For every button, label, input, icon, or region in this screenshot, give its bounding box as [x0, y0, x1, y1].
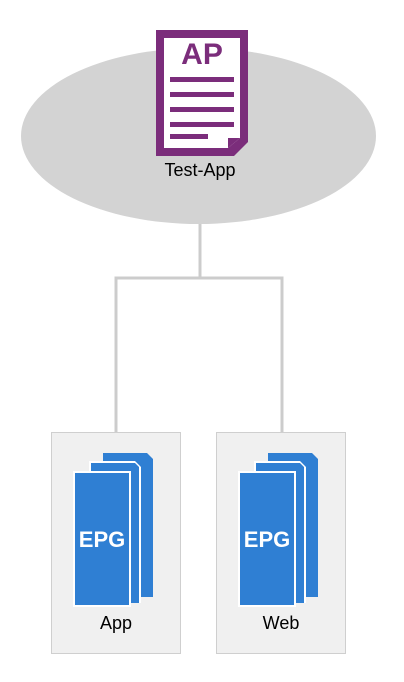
ap-badge-text: AP	[181, 38, 223, 71]
doc-line	[170, 122, 234, 127]
epg-node-web[interactable]: EPG Web	[216, 432, 346, 654]
epg-label-app: App	[99, 613, 133, 633]
doc-line	[170, 107, 234, 112]
connector-branch	[114, 276, 284, 432]
doc-line	[170, 92, 234, 97]
epg-server-stack-icon: EPG	[238, 453, 318, 607]
epg-node-app[interactable]: EPG App	[51, 432, 181, 654]
application-profile-document-icon: AP	[156, 30, 248, 156]
doc-line	[170, 77, 234, 82]
epg-badge-text: EPG	[244, 527, 290, 552]
epg-server-stack-icon: EPG	[73, 453, 153, 607]
epg-label-web: Web	[262, 613, 300, 633]
doc-line	[170, 134, 208, 139]
epg-badge-text: EPG	[79, 527, 125, 552]
application-profile-label: Test-App	[164, 160, 236, 180]
